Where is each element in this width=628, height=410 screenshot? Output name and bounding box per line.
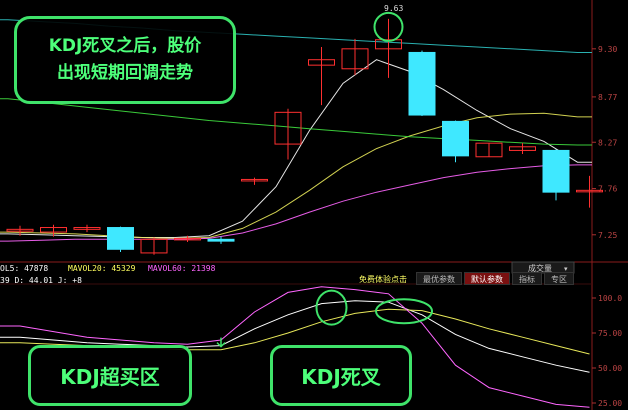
candle-up	[274, 111, 302, 145]
price-tick-label: 8.27	[598, 138, 617, 147]
candle-up	[375, 39, 402, 50]
kdj-axis: 100.0 75.00 50.00 25.00	[592, 294, 622, 408]
tab-free-trial[interactable]: 免费体验点击	[359, 275, 407, 284]
candle-up	[140, 238, 168, 254]
candle-down	[408, 51, 436, 116]
arrow-down-icon	[216, 337, 226, 348]
peak-price-label: 9.63	[384, 4, 403, 13]
kdj-line-k	[0, 300, 590, 373]
candle-up	[73, 227, 101, 230]
candlesticks	[6, 18, 603, 255]
candle-down	[542, 149, 570, 193]
candle-up	[174, 237, 201, 241]
candle-down	[107, 227, 134, 250]
volume-info-vol5: OL5: 47878	[0, 264, 48, 273]
annotation-kdj-death-cross-after: KDJ死叉之后，股价 出现短期回调走势	[14, 16, 236, 104]
chevron-down-icon: ▾	[564, 265, 568, 273]
candle-up	[576, 189, 603, 193]
tab-indicator[interactable]: 指标	[512, 272, 542, 285]
candle-up	[475, 142, 503, 158]
ma-line-ma5	[0, 59, 592, 238]
volume-dropdown[interactable]	[511, 261, 575, 274]
price-tick-label: 9.30	[598, 45, 617, 54]
candle-up	[308, 59, 335, 66]
candle-down	[207, 238, 235, 242]
kdj-info: 39 D: 44.01 J: +8	[0, 276, 82, 285]
candle-up	[509, 146, 536, 151]
candle-up	[6, 228, 34, 232]
death-cross-highlight-circle	[375, 298, 433, 325]
peak-highlight-circle	[373, 11, 404, 42]
annotation-kdj-death-cross: KDJ死叉	[270, 345, 412, 406]
kdj-tick-label: 25.00	[598, 399, 622, 408]
tab-zone[interactable]: 专区	[544, 272, 574, 285]
tab-default-params[interactable]: 默认参数	[464, 272, 510, 285]
markers	[216, 11, 433, 348]
price-tick-label: 7.76	[598, 185, 617, 194]
volume-info-mavol60: MAVOL60: 21398	[148, 264, 216, 273]
kdj-tick-label: 75.00	[598, 329, 622, 338]
tab-best-params[interactable]: 最优参数	[416, 272, 462, 285]
candle-up	[241, 178, 268, 182]
kdj-line-j	[0, 286, 590, 408]
price-axis: 9.30 8.77 8.27 7.76 7.25	[592, 45, 617, 240]
candle-up	[40, 227, 67, 233]
kdj-tick-label: 50.00	[598, 364, 622, 373]
ma-line-ma60	[0, 98, 592, 146]
price-tick-label: 8.77	[598, 93, 617, 102]
ma-line-ma20	[0, 164, 592, 242]
kdj-tick-label: 100.0	[598, 294, 622, 303]
indicator-tab-bar: 免费体验点击 最优参数 默认参数 指标 专区	[352, 272, 574, 285]
candle-down	[442, 120, 469, 157]
volume-dropdown-label: 成交量	[528, 263, 552, 273]
candle-up	[341, 48, 369, 70]
ma-line-ma10	[0, 112, 592, 239]
volume-info-mavol20: MAVOL20: 45329	[68, 264, 136, 273]
overbought-highlight-circle	[315, 289, 348, 326]
price-tick-label: 7.25	[598, 231, 617, 240]
moving-average-lines	[0, 19, 592, 242]
annotation-kdj-overbought: KDJ超买区	[28, 345, 192, 406]
